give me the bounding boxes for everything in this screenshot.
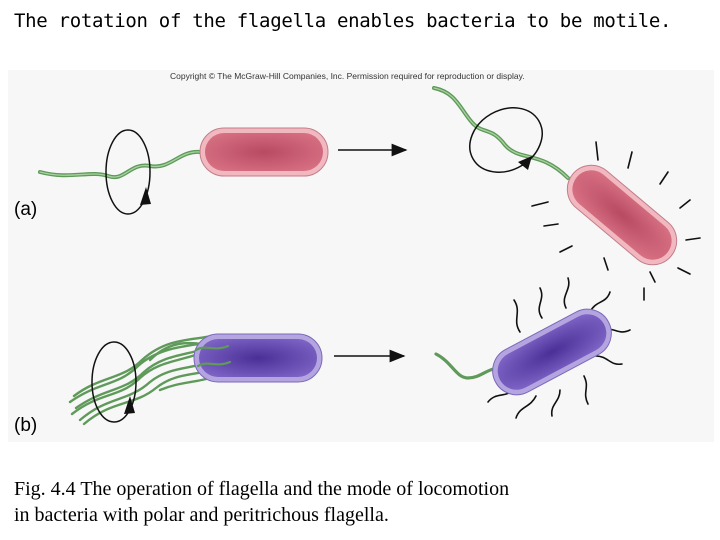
slide-title: The rotation of the flagella enables bac… [14,10,672,32]
rotation-arrow-icon [105,129,151,215]
rotation-arrow-icon [91,341,137,423]
polar-flagellum-moving [432,86,570,180]
copyright-notice: Copyright © The McGraw-Hill Companies, I… [170,71,525,81]
panel-b-label: (b) [14,415,38,436]
panel-a-left-bacterium [38,127,329,215]
motion-lines [531,141,701,301]
panel-a-label: (a) [14,199,38,220]
figure-panel [8,70,714,442]
caption-line-1: Fig. 4.4 The operation of flagella and t… [14,478,510,500]
polar-flagellum [38,149,202,180]
panel-a-right-bacterium [432,86,701,301]
peritrichous-flagella [487,277,631,419]
caption-line-2: in bacteria with polar and peritrichous … [14,504,389,526]
figure-caption: Fig. 4.4 The operation of flagella and t… [14,476,704,528]
rotation-arrow-icon [469,107,543,173]
panel-b-right-bacterium [434,277,631,419]
panel-b-left-bacterium [68,333,323,426]
